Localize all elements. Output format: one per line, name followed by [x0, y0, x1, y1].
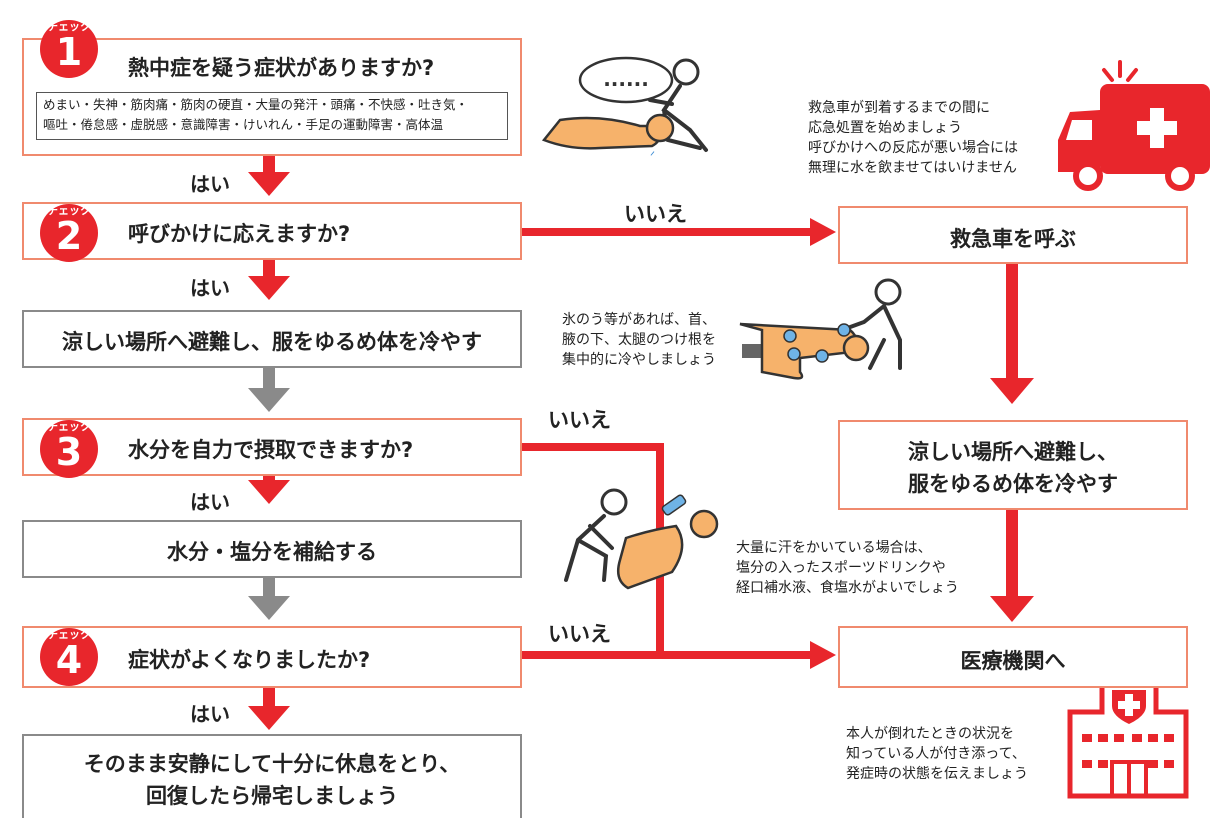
yes-label-1: はい — [190, 172, 230, 196]
ice-cooling-illustration — [739, 278, 902, 380]
hospital-note: 本人が倒れたときの状況を 知っている人が付き添って、 発症時の状態を伝えましょう — [846, 724, 1028, 784]
check2-badge: チェック 2 — [40, 204, 98, 262]
hospital-icon — [1067, 681, 1189, 799]
hydrate-text: 水分・塩分を補給する — [167, 540, 377, 564]
call-ambulance-text: 救急車を呼ぶ — [950, 227, 1076, 251]
ambulance-note-line1: 救急車が到着するまでの間に — [808, 100, 990, 116]
check4-box — [22, 626, 522, 688]
hospital-note-line1: 本人が倒れたときの状況を — [846, 726, 1014, 742]
check1-badge: チェック 1 — [40, 20, 98, 78]
ambulance-note-line4: 無理に水を飲ませてはいけません — [808, 160, 1017, 176]
cool-down-right-line2: 服をゆるめ体を冷やす — [908, 472, 1118, 496]
gray-arrows — [248, 360, 290, 620]
check-label: チェック — [47, 20, 91, 33]
check1-box — [22, 38, 522, 156]
no-label-check3: いいえ — [548, 408, 611, 432]
call-ambulance-box: 救急車を呼ぶ — [838, 206, 1188, 264]
check-label: チェック — [47, 420, 91, 433]
rest-line2: 回復したら帰宅しましょう — [146, 784, 398, 808]
cool-down-text: 涼しい場所へ避難し、服をゆるめ体を冷やす — [62, 330, 482, 354]
check-label: チェック — [47, 204, 91, 217]
check-label: チェック — [47, 628, 91, 641]
symptoms-line2: 嘔吐・倦怠感・虚脱感・意識障害・けいれん・手足の運動障害・高体温 — [43, 117, 444, 132]
hospital-box: 医療機関へ — [838, 626, 1188, 688]
ambulance-note-line3: 呼びかけへの反応が悪い場合には — [808, 140, 1018, 156]
symptoms-list: めまい・失神・筋肉痛・筋肉の硬直・大量の発汗・頭痛・不快感・吐き気・ 嘔吐・倦怠… — [36, 92, 508, 140]
ice-note-line2: 腋の下、太腿のつけ根を — [562, 332, 716, 348]
ambulance-icon — [1058, 60, 1210, 191]
hospital-note-line2: 知っている人が付き添って、 — [846, 746, 1026, 762]
sweat-note: 大量に汗をかいている場合は、 塩分の入ったスポーツドリンクや 経口補水液、食塩水… — [736, 538, 959, 598]
cool-down-right-line1: 涼しい場所へ避難し、 — [908, 440, 1118, 464]
check2-number: 2 — [55, 214, 83, 258]
check1-number: 1 — [55, 30, 83, 74]
hospital-note-line3: 発症時の状態を伝えましょう — [846, 766, 1028, 782]
svg-text:ᐟ: ᐟ — [650, 149, 655, 163]
ambulance-note-line2: 応急処置を始めましょう — [808, 120, 962, 136]
ambulance-note: 救急車が到着するまでの間に 応急処置を始めましょう 呼びかけへの反応が悪い場合に… — [808, 98, 1018, 178]
ice-note-line1: 氷のう等があれば、首、 — [562, 312, 716, 328]
cool-down-right-box: 涼しい場所へ避難し、 服をゆるめ体を冷やす — [838, 420, 1188, 510]
check4-question: 症状がよくなりましたか? — [128, 648, 371, 672]
check3-number: 3 — [55, 430, 83, 474]
yes-label-2: はい — [190, 276, 230, 300]
check2-question: 呼びかけに応えますか? — [128, 222, 351, 246]
check3-question: 水分を自力で摂取できますか? — [128, 438, 414, 462]
check3-badge: チェック 3 — [40, 420, 98, 478]
symptoms-line1: めまい・失神・筋肉痛・筋肉の硬直・大量の発汗・頭痛・不快感・吐き気・ — [43, 97, 469, 112]
sweat-note-line1: 大量に汗をかいている場合は、 — [736, 540, 932, 556]
rest-line1: そのまま安静にして十分に休息をとり、 — [83, 752, 461, 776]
cool-down-box: 涼しい場所へ避難し、服をゆるめ体を冷やす — [22, 310, 522, 368]
check4-badge: チェック 4 — [40, 628, 98, 686]
ice-note: 氷のう等があれば、首、 腋の下、太腿のつけ根を 集中的に冷やしましょう — [562, 310, 716, 370]
no-label-check2: いいえ — [624, 202, 687, 226]
right-column-arrows — [990, 262, 1034, 622]
no-label-check4: いいえ — [548, 622, 611, 646]
yes-label-4: はい — [190, 702, 230, 726]
sweat-note-line2: 塩分の入ったスポーツドリンクや — [736, 560, 946, 576]
check1-question: 熱中症を疑う症状がありますか? — [128, 56, 435, 80]
check3-box — [22, 418, 522, 476]
drinking-illustration — [564, 488, 719, 590]
check2-box — [22, 202, 522, 260]
yes-label-3: はい — [190, 490, 230, 514]
no-arrow-check4 — [522, 641, 836, 669]
hospital-text: 医療機関へ — [960, 649, 1066, 673]
ice-note-line3: 集中的に冷やしましょう — [562, 352, 716, 368]
svg-text:......: ...... — [603, 67, 649, 91]
calling-person-illustration: ...... ᐟ — [541, 56, 708, 163]
sweat-note-line3: 経口補水液、食塩水がよいでしょう — [736, 580, 959, 596]
no-arrow-check2 — [522, 218, 836, 246]
hydrate-box: 水分・塩分を補給する — [22, 520, 522, 578]
check4-number: 4 — [55, 638, 83, 682]
rest-box: そのまま安静にして十分に休息をとり、 回復したら帰宅しましょう — [22, 734, 522, 818]
